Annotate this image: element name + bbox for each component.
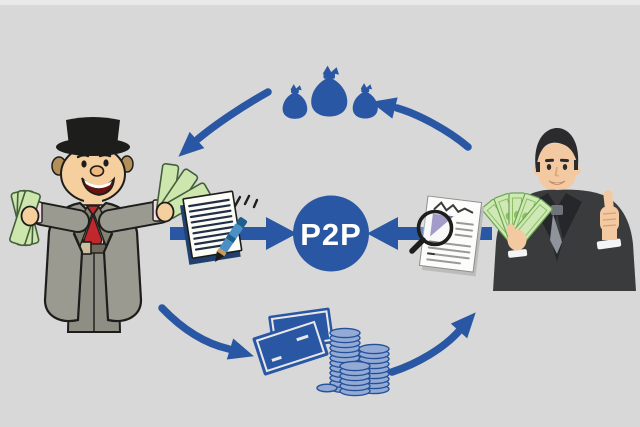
hair xyxy=(535,128,579,170)
cuff xyxy=(596,238,622,250)
credit-cards-icon xyxy=(252,307,335,376)
curved-arrow-bottom-left-icon xyxy=(158,304,254,360)
eyebrow xyxy=(559,158,569,163)
fist xyxy=(155,201,175,223)
flat-coin xyxy=(316,383,338,393)
document-pen-icon xyxy=(179,190,259,265)
magnifier-handle xyxy=(409,237,426,254)
fist xyxy=(20,205,40,227)
eye xyxy=(546,164,552,170)
motion-dash xyxy=(233,195,242,208)
pen-icon xyxy=(215,217,248,262)
eye xyxy=(81,160,87,168)
nose xyxy=(554,166,559,177)
p2p-disc xyxy=(293,195,369,272)
curved-arrow-bottom-right-icon xyxy=(388,312,476,376)
lender-character xyxy=(9,117,212,333)
tie xyxy=(550,214,562,254)
sleeve xyxy=(32,204,88,231)
motion-dash xyxy=(243,194,251,206)
curved-arrow-top-right-icon xyxy=(370,97,472,151)
top-strip xyxy=(0,0,640,5)
credit-card-front xyxy=(252,317,329,376)
mouth xyxy=(548,180,566,185)
finger-crease xyxy=(602,212,617,215)
borrower-character xyxy=(481,128,636,291)
eye xyxy=(562,164,568,170)
neck xyxy=(84,198,102,208)
p2p-circle: P2P xyxy=(293,195,369,272)
magnifier-lens xyxy=(416,209,454,247)
tie-knot xyxy=(551,205,563,215)
lapel xyxy=(556,193,582,240)
sideburn xyxy=(574,160,578,170)
teeth xyxy=(84,180,112,189)
curved-arrow-top-left-icon xyxy=(178,88,272,157)
eyebrow xyxy=(545,158,555,163)
finger-crease xyxy=(602,218,617,221)
cuff xyxy=(507,249,528,258)
thumb-up xyxy=(603,189,614,210)
top-hat xyxy=(56,117,130,156)
finger-crease xyxy=(602,224,617,227)
document-magnifier-icon xyxy=(409,195,485,277)
eye xyxy=(103,159,109,167)
p2p-label: P2P xyxy=(300,217,362,252)
thumb xyxy=(506,224,519,244)
sleeve xyxy=(100,202,170,231)
nose xyxy=(89,165,105,177)
motion-dash xyxy=(252,198,259,209)
coin-stacks-icon xyxy=(316,327,390,397)
sideburn xyxy=(536,162,540,172)
